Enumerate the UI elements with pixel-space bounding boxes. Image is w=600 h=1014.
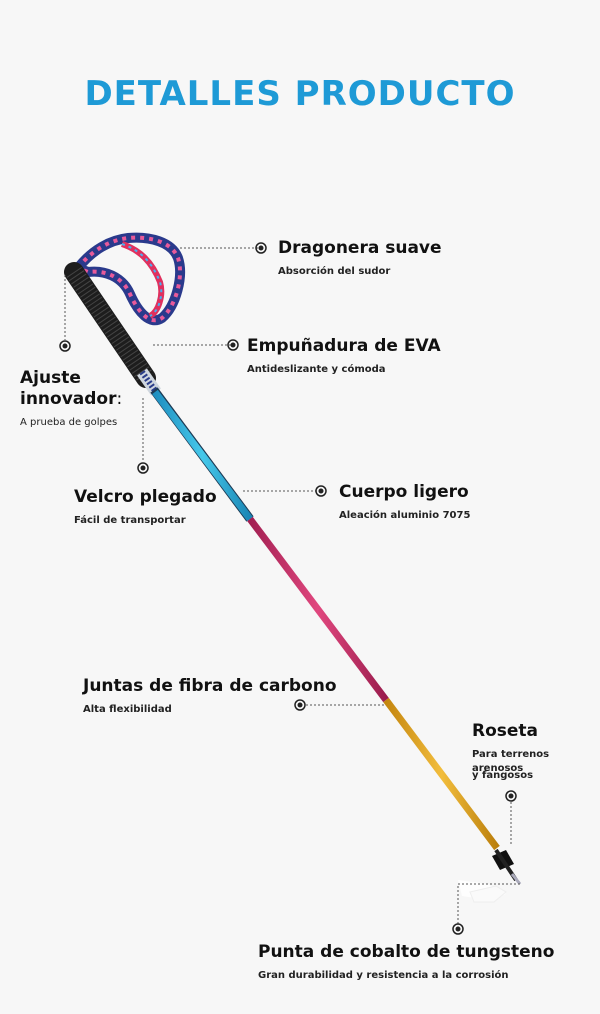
feature-adjust-sub: A prueba de golpes [20,417,118,428]
wrist-strap [69,232,186,326]
page-title: DETALLES PRODUCTO [84,74,516,114]
callout-dots [59,242,517,935]
feature-adjust-label-line1: Ajuste [20,368,81,388]
feature-strap-label: Dragonera suave [278,238,442,258]
basket-and-tip [458,848,522,903]
feature-grip-label: Empuñadura de EVA [247,336,441,356]
leader-lines [64,247,520,924]
feature-joints-sub: Alta flexibilidad [83,704,172,715]
feature-adjust-colon: : [116,389,123,409]
feature-adjust-label-line2: innovador [20,389,117,409]
feature-tip-label: Punta de cobalto de tungsteno [258,942,555,962]
feature-strap-sub: Absorción del sudor [278,266,391,277]
feature-basket-sub-line2: y fangosos [472,770,534,781]
feature-basket-label: Roseta [472,721,539,741]
feature-velcro-sub: Fácil de transportar [74,515,186,526]
feature-tip-sub: Gran durabilidad y resistencia a la corr… [258,970,509,981]
feature-body-label: Cuerpo ligero [339,482,469,502]
eva-grip [64,262,161,396]
feature-basket-sub-line1: Para terrenos arenosos [472,749,550,774]
feature-joints-label: Juntas de fibra de carbono [83,676,337,696]
pole-shaft [150,387,500,851]
feature-grip-sub: Antideslizante y cómoda [247,364,386,375]
feature-velcro-label: Velcro plegado [74,487,217,507]
feature-body-sub: Aleación aluminio 7075 [339,510,471,521]
feature-adjust-label: Ajuste innovador: [20,368,122,410]
